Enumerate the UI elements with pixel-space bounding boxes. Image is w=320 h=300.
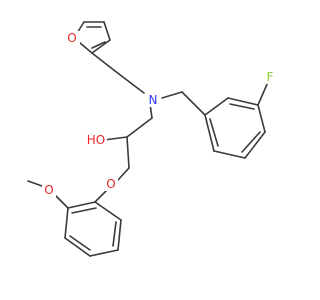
bond	[64, 237, 91, 257]
bond	[181, 91, 206, 116]
bond	[117, 167, 130, 181]
methoxy-oxygen-label: O	[42, 183, 56, 197]
bond	[161, 91, 183, 99]
ether-oxygen-label: O	[104, 177, 118, 191]
bond	[55, 195, 69, 209]
bond	[64, 207, 69, 239]
bond	[103, 21, 111, 41]
bond	[209, 118, 219, 147]
bond	[91, 41, 106, 49]
bond	[94, 190, 107, 203]
bond	[126, 136, 130, 169]
bond	[94, 201, 122, 221]
hydroxyl-label: HO	[85, 133, 107, 147]
bond	[89, 249, 119, 257]
bond	[114, 70, 145, 94]
bond	[229, 103, 255, 110]
fluorine-label: F	[264, 70, 276, 84]
furan-oxygen-label: O	[66, 31, 80, 45]
bond	[204, 114, 215, 152]
amine-nitrogen-text: N	[149, 93, 158, 107]
bond	[112, 221, 117, 247]
bond	[103, 136, 128, 141]
bond	[204, 97, 229, 116]
bond	[91, 52, 116, 72]
bond	[257, 104, 266, 133]
bond	[227, 97, 259, 106]
bond	[91, 39, 111, 54]
methoxy-oxygen-text: O	[44, 183, 53, 197]
bond	[244, 131, 266, 159]
bond	[241, 131, 261, 153]
bond	[257, 81, 269, 106]
ether-oxygen-text: O	[106, 177, 115, 191]
furan-oxygen-text: O	[67, 31, 76, 45]
bond	[213, 150, 246, 159]
bond	[27, 180, 43, 187]
bond	[117, 219, 122, 251]
bond	[71, 207, 97, 214]
bond	[69, 235, 91, 251]
bonds	[27, 21, 269, 257]
bond	[67, 201, 96, 209]
bond	[126, 117, 153, 138]
atom-labels: O N F HO O O	[42, 31, 276, 197]
hydroxyl-text: HO	[87, 133, 105, 147]
molecule-structure: O N F HO O O	[27, 21, 276, 257]
amine-nitrogen-label: N	[146, 93, 160, 107]
fluorine-text: F	[267, 70, 274, 84]
